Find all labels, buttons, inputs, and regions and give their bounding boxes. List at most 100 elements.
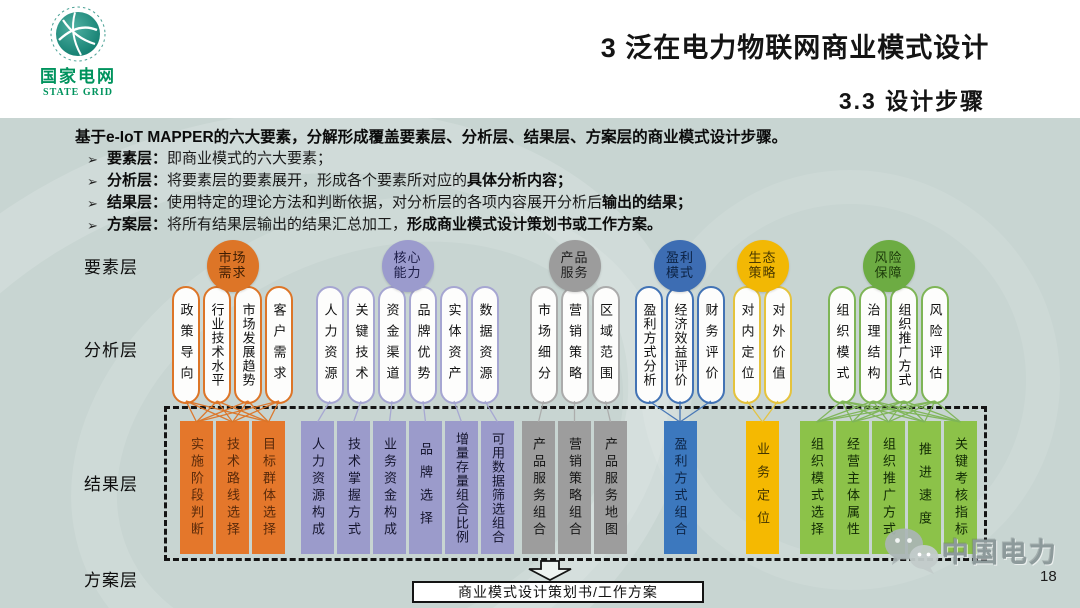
result-box-label: 可用数据筛选组合 [490,431,505,544]
analysis-pill: 行业技术水平 [203,286,231,404]
analysis-pill-label: 风险评估 [927,303,943,387]
business-model-diagram: 市场需求政策导向行业技术水平市场发展趋势客户需求实施阶段判断技术路线选择目标群体… [164,240,987,561]
element-group-1: 市场需求政策导向行业技术水平市场发展趋势客户需求实施阶段判断技术路线选择目标群体… [172,240,293,554]
analysis-pill: 区域范围 [591,286,620,404]
analysis-pill: 对内定位 [733,286,761,404]
analysis-pill-label: 营销策略 [567,303,582,387]
state-grid-logo: 国家电网 STATE GRID [22,2,134,98]
bullet-term: 方案层： [107,216,168,233]
element-badge: 产品服务 [548,240,601,292]
result-box-label: 推进速度 [917,441,932,534]
analysis-pill: 市场发展趋势 [234,286,262,404]
analysis-pill: 实体资产 [440,286,468,404]
result-box-label: 实施阶段判断 [189,436,204,539]
result-box-label: 人力资源构成 [310,436,325,539]
wechat-icon [885,528,939,574]
analysis-pill: 组织模式 [828,286,856,404]
bullet-text: 将所有结果层输出的结果汇总加工， [167,216,408,233]
plan-output-box: 商业模式设计策划书/工作方案 [412,581,704,603]
bullet-bold-tail: 形成商业模式设计策划书或工作方案。 [407,216,663,233]
bullet-term: 结果层： [107,194,168,211]
result-box-label: 业务定位 [755,441,770,534]
result-box-label: 增量存量组合比例 [454,431,469,544]
element-label-line: 策略 [748,265,777,280]
analysis-pill-label: 盈利方式分析 [641,303,657,387]
element-groups-row: 市场需求政策导向行业技术水平市场发展趋势客户需求实施阶段判断技术路线选择目标群体… [172,240,977,554]
element-label-line: 保障 [874,265,903,280]
analysis-pill-label: 市场细分 [536,303,551,387]
analysis-pill-label: 对外价值 [770,303,786,387]
result-box-label: 组织推广方式 [881,436,896,539]
result-boxes-row: 人力资源构成技术掌握方式业务资金构成品牌选择增量存量组合比例 可用数据筛选组合 [301,421,514,554]
result-box: 组织模式选择 [800,421,833,554]
analysis-pill: 数据资源 [471,286,499,404]
bullet-text: 即商业模式的六大要素； [167,150,333,167]
result-boxes-row: 实施阶段判断技术路线选择目标群体选择 [180,421,285,554]
bullet-arrow-icon: ➢ [87,218,98,233]
analysis-pill: 风险评估 [921,286,949,404]
analysis-pill-label: 行业技术水平 [209,303,225,387]
analysis-pill: 营销策略 [560,286,589,404]
down-arrow-icon [528,560,572,581]
analysis-pill-label: 治理结构 [865,303,881,387]
bullet-body: 方案层：将所有结果层输出的结果汇总加工，形成商业模式设计策划书或工作方案。 [107,214,662,235]
bullet-term: 分析层： [107,172,168,189]
analysis-pills-row: 政策导向行业技术水平市场发展趋势客户需求 [172,286,293,404]
slide-subtitle: 3.3 设计步骤 [838,88,986,114]
globe-icon [50,6,106,62]
analysis-pill: 市场细分 [529,286,558,404]
bullet-arrow-icon: ➢ [87,174,98,189]
bullet-arrow-icon: ➢ [87,196,98,211]
analysis-pill-label: 人力资源 [322,303,338,387]
slide-title: 3 泛在电力物联网商业模式设计 [600,33,990,63]
analysis-pills-row: 组织模式治理结构组织推广方式风险评估 [828,286,949,404]
bullet-bold-tail: 具体分析内容； [467,172,573,189]
element-group-6: 风险保障组织模式治理结构组织推广方式风险评估组织模式选择经营主体属性组织推广方式… [800,240,977,554]
layer-label-plan: 方案层 [84,571,138,590]
intro-bullet-list: ➢要素层：即商业模式的六大要素； ➢ 分析层：将要素层的要素展开，形成各个要素所对应… [75,148,1035,236]
analysis-pill: 品牌优势 [409,286,437,404]
page-number: 18 [1040,568,1057,585]
layer-label-results: 结果层 [84,475,138,494]
result-box-label: 技术路线选择 [225,436,240,539]
analysis-pill-label: 实体资产 [446,303,462,387]
result-box: 增量存量组合比例 [445,421,478,554]
element-badge: 市场需求 [206,240,259,292]
element-label-line: 核心 [393,250,422,266]
analysis-pill: 人力资源 [316,286,344,404]
bullet-text: 将要素层的要素展开，形成各个要素所对应的 [167,172,468,189]
result-box-label: 业务资金构成 [382,436,397,539]
element-label-line: 模式 [665,265,694,280]
logo-chinese-name: 国家电网 [40,67,116,86]
result-box: 技术掌握方式 [337,421,370,554]
intro-bullet: ➢要素层：即商业模式的六大要素； [75,148,1035,170]
result-box-label: 产品服务地图 [603,436,618,539]
result-box: 可用数据筛选组合 [481,421,514,554]
element-badge: 盈利模式 [654,240,706,292]
element-group-2: 核心能力人力资源关键技术资金渠道品牌优势实体资产数据资源人力资源构成技术掌握方式… [301,240,514,554]
result-box-label: 产品服务组合 [531,436,546,539]
analysis-pill-label: 财务评价 [703,303,719,387]
analysis-pill-label: 品牌优势 [415,303,431,387]
analysis-pills-row: 盈利方式分析经济效益评价财务评价 [635,286,725,404]
result-box: 品牌选择 [409,421,442,554]
intro-lead: 基于e-IoT MAPPER的六大要素，分解形成覆盖要素层、分析层、结果层、方案… [75,129,788,146]
analysis-pill: 治理结构 [859,286,887,404]
analysis-pill: 对外价值 [764,286,792,404]
analysis-pill: 盈利方式分析 [635,286,663,404]
result-box: 业务资金构成 [373,421,406,554]
layer-label-analysis: 分析层 [84,341,138,360]
analysis-pill: 政策导向 [172,286,200,404]
intro-text-block: 基于e-IoT MAPPER的六大要素，分解形成覆盖要素层、分析层、结果层、方案… [75,127,1035,236]
analysis-pill-label: 关键技术 [353,303,369,387]
analysis-pill-label: 市场发展趋势 [240,303,256,387]
analysis-pill-label: 经济效益评价 [672,303,688,387]
result-box: 营销策略组合 [558,421,591,554]
element-group-5: 生态策略对内定位对外价值业务定位 [733,240,792,554]
result-box: 盈利方式组合 [663,421,697,554]
analysis-pill-label: 区域范围 [598,303,613,387]
analysis-pill-label: 对内定位 [739,303,755,387]
element-label-line: 服务 [560,265,589,280]
intro-bullet: ➢ 方案层：将所有结果层输出的结果汇总加工，形成商业模式设计策划书或工作方案。 [75,214,1035,236]
